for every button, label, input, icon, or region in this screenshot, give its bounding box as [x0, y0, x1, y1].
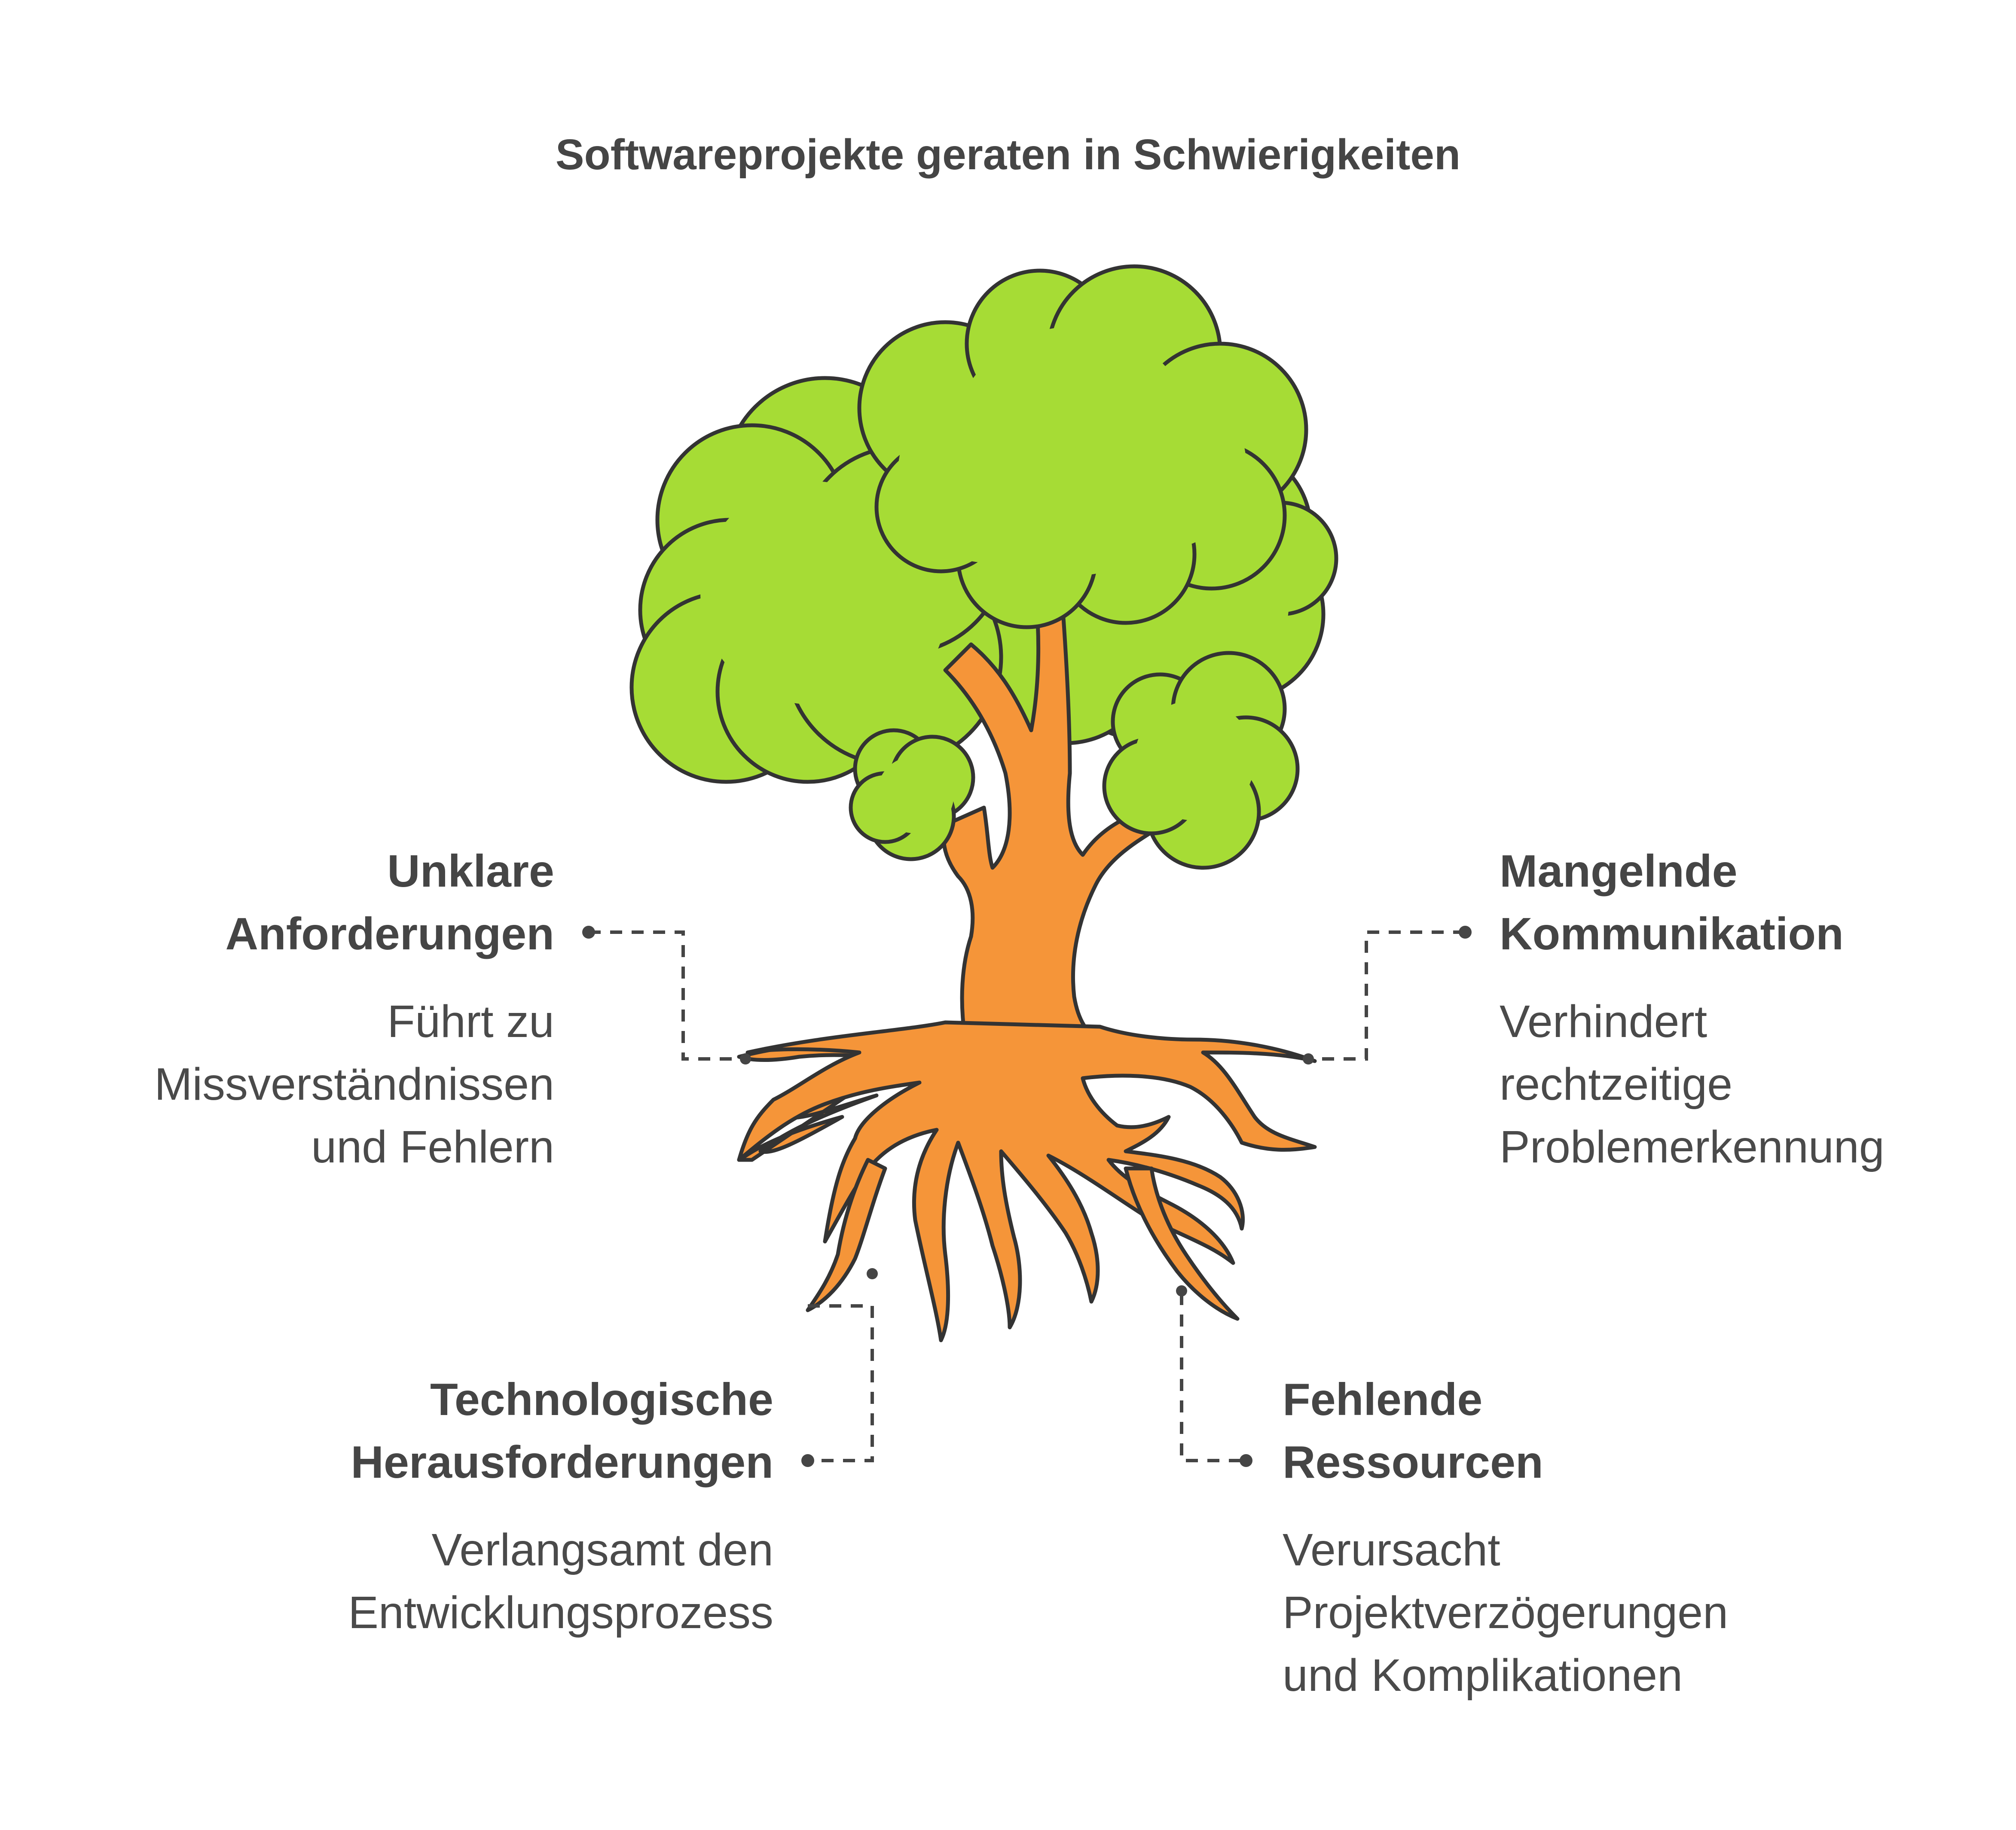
desc-line: Problemerkennung — [1500, 1122, 1885, 1172]
desc-line: Entwicklungsprozess — [348, 1587, 773, 1638]
item-heading: Technologische Herausforderungen — [129, 1368, 773, 1494]
item-technologische-herausforderungen: Technologische Herausforderungen Verlang… — [129, 1368, 773, 1644]
connector-dots — [582, 926, 1472, 1467]
connector-dot — [740, 1053, 751, 1064]
connector-technologische — [808, 1304, 874, 1462]
item-description: Führt zu Missverständnissen und Fehlern — [0, 990, 554, 1178]
foliage-cluster-small-left — [849, 728, 975, 861]
desc-line: und Fehlern — [311, 1122, 554, 1172]
heading-line: Herausforderungen — [351, 1437, 773, 1488]
heading-line: Kommunikation — [1500, 909, 1844, 959]
connector-dot — [1176, 1285, 1187, 1296]
connector-dot — [582, 926, 595, 939]
item-description: Verlangsamt den Entwicklungsprozess — [129, 1519, 773, 1644]
foliage-cluster-top — [857, 264, 1308, 629]
item-description: Verursacht Projektverzögerungen und Komp… — [1283, 1519, 1927, 1707]
desc-line: Missverständnissen — [154, 1059, 554, 1110]
connectors — [589, 930, 1465, 1462]
heading-line: Ressourcen — [1283, 1437, 1543, 1488]
heading-line: Anforderungen — [225, 909, 555, 959]
connector-unklare — [589, 930, 743, 1061]
heading-line: Mangelnde — [1500, 846, 1738, 897]
desc-line: Führt zu — [387, 996, 554, 1047]
item-heading: Unklare Anforderungen — [0, 840, 555, 965]
item-heading: Fehlende Ressourcen — [1283, 1368, 1927, 1494]
connector-dot — [867, 1268, 878, 1279]
connector-dot — [1303, 1053, 1314, 1064]
desc-line: Projektverzögerungen — [1283, 1587, 1729, 1638]
item-fehlende-ressourcen: Fehlende Ressourcen Verursacht Projektve… — [1283, 1368, 1927, 1707]
connector-mangelnde — [1310, 930, 1465, 1061]
desc-line: Verlangsamt den — [431, 1525, 773, 1575]
foliage-cluster-right — [1102, 651, 1300, 870]
desc-line: Verursacht — [1283, 1525, 1500, 1575]
desc-line: rechtzeitige — [1500, 1059, 1733, 1110]
heading-line: Fehlende — [1283, 1374, 1483, 1425]
connector-dot — [1240, 1454, 1252, 1467]
connector-dot — [801, 1454, 814, 1467]
diagram-title: Softwareprojekte geraten in Schwierigkei… — [555, 131, 1461, 179]
item-heading: Mangelnde Kommunikation — [1500, 840, 2016, 965]
tree-trunk — [737, 586, 1317, 1342]
desc-line: und Komplikationen — [1283, 1650, 1683, 1701]
heading-line: Unklare — [387, 846, 554, 897]
item-mangelnde-kommunikation: Mangelnde Kommunikation Verhindert recht… — [1500, 840, 2016, 1178]
heading-line: Technologische — [430, 1374, 773, 1425]
desc-line: Verhindert — [1500, 996, 1707, 1047]
item-unklare-anforderungen: Unklare Anforderungen Führt zu Missverst… — [0, 840, 554, 1178]
connector-dot — [1459, 926, 1472, 939]
item-description: Verhindert rechtzeitige Problemerkennung — [1500, 990, 2016, 1178]
